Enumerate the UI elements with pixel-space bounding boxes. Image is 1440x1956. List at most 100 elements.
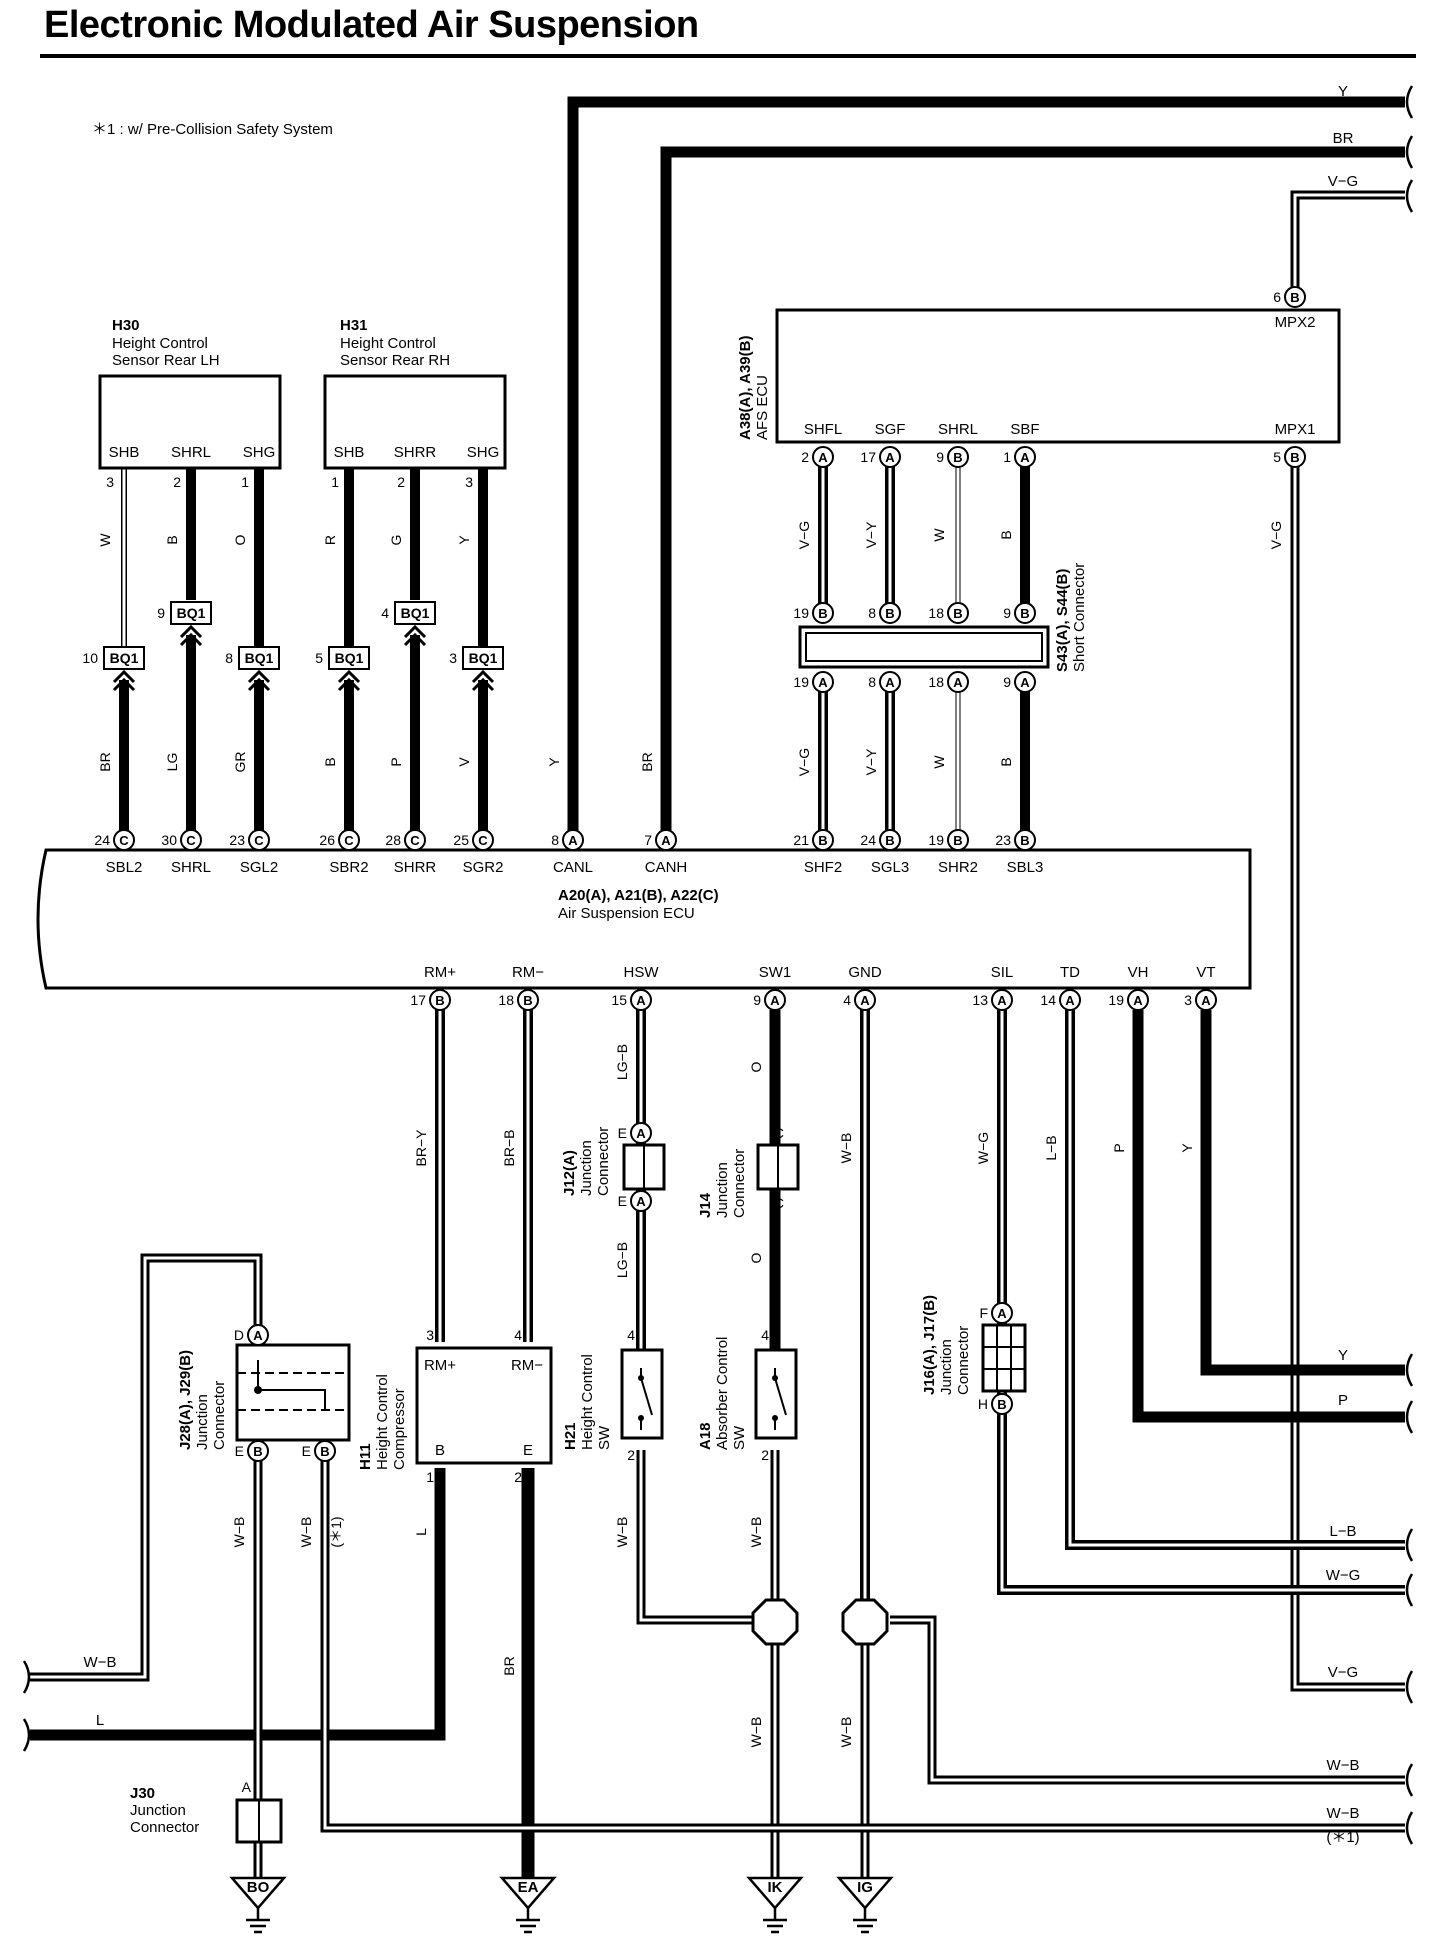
svg-text:2: 2 [173,474,181,490]
svg-text:B: B [885,833,894,848]
j14-name1: Junction [714,1162,731,1218]
svg-text:B: B [998,530,1014,539]
svg-text:A: A [1065,993,1075,1008]
ecu-pin-rmp: RM+ [424,964,456,981]
grounds [229,1876,894,1934]
svg-text:W−B: W−B [748,1517,764,1548]
svg-text:8: 8 [551,832,559,848]
svg-text:B: B [818,606,827,621]
j16-name1: Junction [938,1339,955,1395]
wires [30,96,1405,1878]
svg-text:V−G: V−G [796,748,812,776]
svg-text:A: A [636,993,646,1008]
svg-text:4: 4 [627,1327,635,1343]
svg-text:8: 8 [225,650,233,666]
svg-text:B: B [1290,450,1299,465]
afs-pin-sbf: SBF [1010,421,1039,438]
svg-text:18: 18 [928,674,944,690]
svg-text:A: A [636,1194,646,1209]
svg-text:A: A [253,1328,263,1343]
splices [751,1598,889,1646]
svg-text:18: 18 [928,605,944,621]
ecu-pin-vt: VT [1196,964,1215,981]
a18-name1: Absorber Control [714,1337,731,1450]
svg-text:2: 2 [801,449,809,465]
j14-name2: Connector [731,1149,748,1218]
ecu-code: A20(A), A21(B), A22(C) [558,887,719,904]
ecu-pin-canh: CANH [645,859,688,876]
right-wire-p: P [1338,1392,1348,1409]
ecu-pin-hsw: HSW [624,964,660,981]
h30-name1: Height Control [112,335,208,352]
bq1-label: BQ1 [110,650,139,666]
svg-text:P: P [1111,1143,1127,1152]
svg-text:BR: BR [97,752,113,771]
svg-text:C: C [774,1125,784,1141]
svg-text:A: A [1133,993,1143,1008]
h11-pin-b: B [435,1442,445,1459]
afs-code: A38(A), A39(B) [737,336,754,440]
svg-text:C: C [344,833,354,848]
svg-text:9: 9 [753,992,761,1008]
svg-text:V−Y: V−Y [863,521,879,549]
svg-text:L: L [413,1528,429,1536]
svg-text:25: 25 [453,832,469,848]
svg-text:5: 5 [1273,449,1281,465]
ecu-pin-sw1: SW1 [759,964,792,981]
svg-text:LG−B: LG−B [614,1044,630,1080]
svg-text:A: A [818,450,828,465]
svg-text:19: 19 [793,674,809,690]
svg-text:21: 21 [793,832,809,848]
svg-text:13: 13 [972,992,988,1008]
svg-text:A: A [1020,675,1030,690]
svg-text:C: C [186,833,196,848]
afs-pin-shfl: SHFL [804,421,842,438]
h11-pin-rmm: RM− [511,1357,543,1374]
right-wire-br: BR [1333,130,1354,147]
svg-text:C: C [254,833,264,848]
svg-text:28: 28 [385,832,401,848]
svg-text:LG−B: LG−B [614,1242,630,1278]
svg-text:9: 9 [1003,605,1011,621]
j12-name2: Connector [595,1127,612,1196]
star1-label: (＊1) [328,1516,344,1547]
svg-text:W: W [931,528,947,542]
ecu-pin-sgr2: SGR2 [463,859,504,876]
svg-text:A: A [568,833,578,848]
ecu-pin-td: TD [1060,964,1080,981]
ecu-pin-vh: VH [1128,964,1149,981]
svg-text:B: B [885,606,894,621]
right-wire-y: Y [1338,83,1348,100]
h31-pin-shg: SHG [467,444,500,461]
svg-text:W−B: W−B [231,1517,247,1548]
ecu-pin-canl: CANL [553,859,593,876]
ecu-pin-sil: SIL [991,964,1014,981]
afs-pin-mpx2: MPX2 [1275,314,1316,331]
svg-text:B: B [1290,290,1299,305]
ground-ea-label: EA [518,1879,539,1896]
svg-text:17: 17 [410,992,426,1008]
afs-pin-sgf: SGF [875,421,906,438]
svg-text:P: P [388,757,404,766]
svg-text:9: 9 [157,605,165,621]
afs-name: AFS ECU [754,375,771,440]
svg-text:7: 7 [644,832,652,848]
bq1-label: BQ1 [469,650,498,666]
svg-text:19: 19 [1108,992,1124,1008]
ecu-pin-sgl2: SGL2 [240,859,278,876]
svg-text:R: R [322,535,338,545]
svg-text:B: B [953,450,962,465]
j12-code: J12(A) [561,1150,578,1196]
footnote: ＊1 : w/ Pre-Collision Safety System [92,121,333,138]
svg-text:A: A [1020,450,1030,465]
svg-text:6: 6 [1273,289,1281,305]
bq1-label: BQ1 [401,605,430,621]
svg-text:BR−Y: BR−Y [413,1129,429,1167]
svg-text:10: 10 [82,650,98,666]
svg-text:V−G: V−G [796,521,812,549]
svg-text:A: A [860,993,870,1008]
svg-text:2: 2 [627,1447,635,1463]
svg-text:Y: Y [1179,1143,1195,1153]
svg-text:A: A [997,993,1007,1008]
